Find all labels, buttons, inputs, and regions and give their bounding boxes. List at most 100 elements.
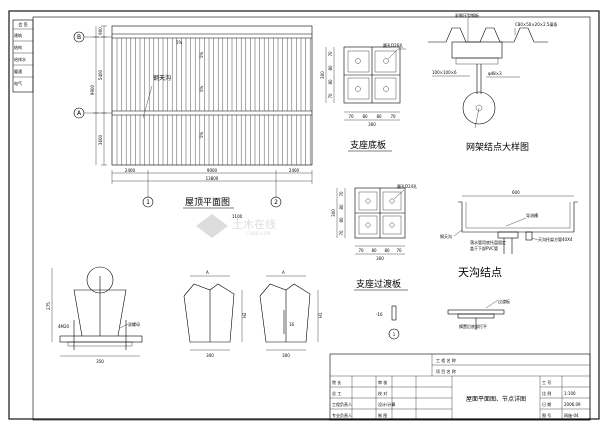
slope-label: 5% (199, 131, 204, 138)
dim-text: 70 (396, 248, 402, 253)
watermark-sub: COIBEI.COM (246, 231, 271, 236)
dim-text: 9900 (90, 84, 95, 95)
support-plate-title: 支座底板 (350, 139, 386, 151)
dim-text: 2400 (289, 168, 300, 173)
slope-label: 5% (199, 51, 204, 58)
node-detail: 彩钢压型钢板 C80×50×20×2.5檩条 100×100×6 φ48×3 网… (428, 12, 557, 153)
double-nut-label: 双螺母 (128, 321, 140, 327)
title-block-role: 专业负责人 (332, 412, 352, 418)
gutter-label: 钢天沟 (153, 74, 171, 82)
dim-text: -16 (376, 312, 383, 317)
title-block: 工 程 名 称 项 目 名 称 院 长审 核总 工校 对工程负责人设计/计算专业… (329, 353, 591, 421)
dim-text: 80 (339, 204, 344, 210)
transition-plate-title: 支座过渡板 (356, 278, 401, 290)
dim-text: 300 (368, 122, 376, 127)
title-block-rows: 院 长审 核总 工校 对工程负责人设计/计算专业负责人制 图 (330, 376, 452, 420)
roof-plan-title: 屋顶平面图 (185, 197, 230, 208)
axis-label-1: 1 (146, 199, 150, 206)
transition-label: 过渡板 (498, 298, 510, 304)
title-block-role: 审 核 (378, 379, 387, 385)
detail-number: 1 (393, 332, 396, 337)
title-block-field-label: 比 例 (542, 390, 551, 396)
dim-text: 70 (358, 248, 364, 253)
outer-frame (8, 10, 600, 420)
countersign-header: 会 签 (18, 21, 27, 27)
dim-text: H1 (318, 312, 323, 318)
dim-text: 80 (328, 65, 333, 71)
dim-text: 70 (339, 191, 344, 197)
section-mark: A (282, 270, 285, 275)
dim-text: 2400 (125, 168, 136, 173)
countersign-row: 建筑 (14, 32, 22, 38)
dim-text: 900 (98, 27, 103, 35)
transition-node: 过渡板 搁置后底部打平 1 -16 (376, 298, 510, 340)
node-detail-title: 网架结点大样图 (466, 141, 529, 153)
pipe-label: φ48×3 (488, 71, 502, 76)
dim-text: 80 (371, 248, 377, 253)
title-block-field-label: 日 期 (542, 401, 551, 407)
hole-label: 圆孔D26孔 (383, 42, 403, 48)
title-block-field-label: 图 号 (542, 412, 551, 418)
outlet-label: 导流槽 (526, 212, 538, 218)
note-text: 盖于下部PVC管 (470, 245, 498, 251)
title-block-field-value: 1:100 (564, 391, 576, 396)
drawing-title: 屋面平面图、节点详图 (466, 395, 526, 403)
dim-text: 9000 (207, 168, 218, 173)
roof-ribs (116, 38, 311, 165)
roof-plan: B A 900 5400 9900 3600 2400 9000 2400 13… (73, 25, 313, 209)
support-elevation: 双螺母 4M20 350 275 A 300 H2 16 A 300 H1 (46, 266, 323, 364)
axis-label-2: 2 (274, 199, 278, 206)
plate-label: 100×100×6 (432, 70, 457, 75)
countersign-row: 结构 (14, 44, 22, 50)
title-block-role: 院 长 (332, 379, 341, 385)
dim-text: 80 (376, 114, 382, 119)
axis-label-b: B (77, 34, 81, 41)
title-block-field-value: 网施-04 (564, 412, 579, 418)
item-name-label: 项 目 名 称 (436, 368, 456, 374)
dim-text: 5400 (98, 69, 103, 80)
section-mark: A (206, 270, 209, 275)
countersign-row: 电气 (14, 80, 22, 86)
dim-text: H2 (242, 312, 247, 318)
dim-text: 80 (384, 248, 390, 253)
note-text: 落水管用底托盘固定 (470, 239, 506, 245)
project-name-label: 工 程 名 称 (436, 357, 456, 363)
dim-text: 16 (289, 322, 295, 327)
bolt-label: 4M20 (58, 324, 70, 329)
dim-text: 300 (206, 353, 214, 358)
dim-text: 70 (339, 230, 344, 236)
dim-text: 275 (46, 302, 51, 310)
axis-label-a: A (77, 110, 82, 117)
title-block-role: 校 对 (378, 390, 387, 396)
sheet-code: 1100 (232, 214, 243, 219)
gutter-node: 600 导流槽 钢天沟 落水管用底托盘固定 盖于下部PVC管 天沟托架方管40X… (440, 190, 578, 279)
axis-bubble-2 (270, 196, 282, 208)
dim-text: 350 (96, 359, 104, 364)
watermark: 土木在线 COIBEI.COM (196, 214, 276, 238)
dim-text: 80 (362, 114, 368, 119)
dim-text: 70 (348, 114, 354, 119)
title-block-role: 工程负责人 (332, 401, 352, 407)
dim-text: 70 (328, 93, 333, 99)
transition-plate: 圆孔D24孔 70 80 80 70 300 70 80 80 70 300 支… (331, 183, 417, 291)
axis-bubble-1 (142, 196, 154, 208)
sheet-label: 彩钢压型钢板 (455, 12, 479, 18)
title-block-role: 制 图 (378, 412, 387, 418)
dim-text: 300 (282, 353, 290, 358)
dim-text: 3600 (98, 134, 103, 145)
watermark-text: 土木在线 (232, 217, 276, 231)
dim-text: 13800 (206, 176, 219, 181)
slope-label: 5% (199, 85, 204, 92)
dim-text: 300 (320, 71, 325, 79)
hole-label: 圆孔D24孔 (397, 183, 417, 189)
countersign-row: 给排水 (14, 56, 26, 62)
dim-text: 70 (390, 114, 396, 119)
dim-text: 80 (328, 79, 333, 85)
title-block-field-label: 工 号 (542, 379, 551, 385)
purlin-label: C80×50×20×2.5檩条 (515, 21, 557, 27)
plate-label: 钢天沟 (440, 233, 452, 239)
weld-label: 搁置后底部打平 (459, 323, 487, 329)
slope-label: 5% (176, 40, 183, 45)
inner-frame (32, 16, 591, 421)
title-block-role: 设计/计算 (378, 401, 395, 407)
